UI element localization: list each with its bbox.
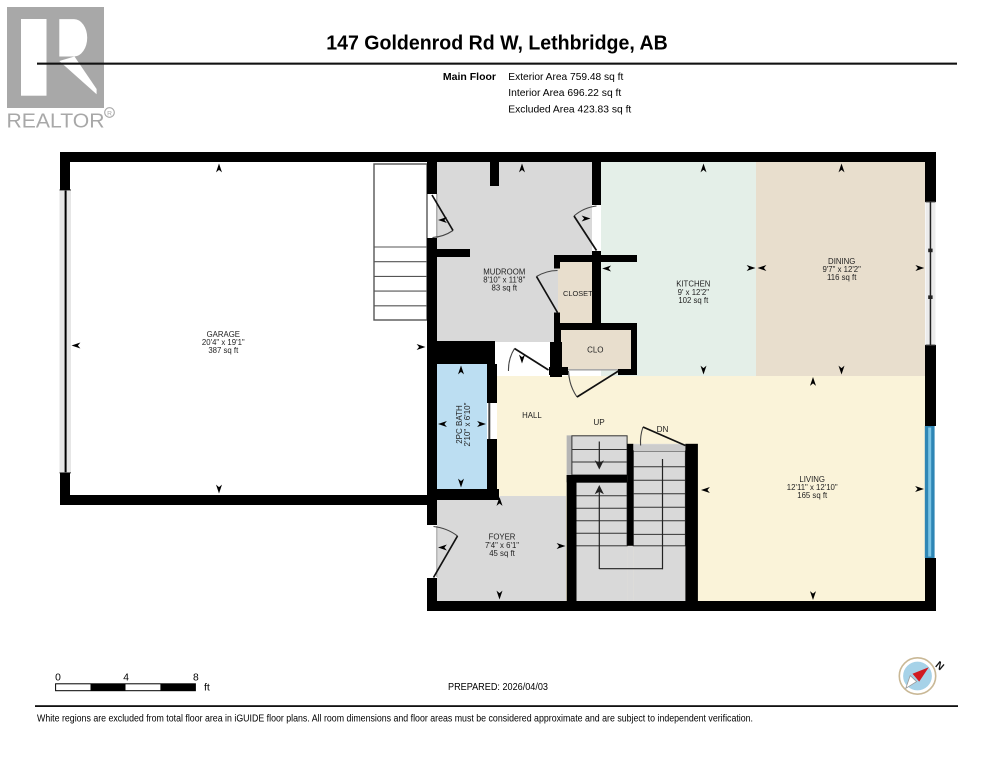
- svg-text:Excluded Area 423.83 sq ft: Excluded Area 423.83 sq ft: [508, 103, 631, 115]
- svg-text:GARAGE: GARAGE: [207, 330, 240, 339]
- svg-text:KITCHEN: KITCHEN: [676, 280, 710, 289]
- svg-text:0: 0: [55, 672, 61, 683]
- svg-text:2PC BATH: 2PC BATH: [455, 405, 464, 444]
- svg-text:DN: DN: [657, 425, 669, 434]
- svg-text:White regions are excluded fro: White regions are excluded from total fl…: [37, 714, 753, 725]
- svg-text:CLOSET: CLOSET: [563, 289, 593, 298]
- svg-text:387 sq ft: 387 sq ft: [208, 346, 239, 355]
- svg-text:CLO: CLO: [587, 346, 603, 355]
- svg-text:8: 8: [193, 672, 199, 683]
- svg-text:2'10" x 6'10": 2'10" x 6'10": [463, 402, 472, 446]
- svg-text:4: 4: [123, 672, 129, 683]
- svg-text:147 Goldenrod Rd W, Lethbridge: 147 Goldenrod Rd W, Lethbridge, AB: [326, 33, 668, 55]
- svg-text:9' x 12'2": 9' x 12'2": [678, 288, 710, 297]
- svg-text:20'4" x 19'1": 20'4" x 19'1": [202, 338, 245, 347]
- svg-text:HALL: HALL: [522, 411, 542, 420]
- svg-text:FOYER: FOYER: [489, 533, 516, 542]
- svg-text:REALTOR: REALTOR: [7, 110, 105, 133]
- svg-text:12'11" x 12'10": 12'11" x 12'10": [787, 483, 838, 492]
- svg-text:UP: UP: [593, 418, 605, 427]
- svg-text:R: R: [107, 111, 112, 118]
- svg-text:PREPARED: 2026/04/03: PREPARED: 2026/04/03: [448, 681, 548, 693]
- svg-text:Main Floor: Main Floor: [443, 71, 496, 83]
- svg-text:Interior Area 696.22 sq ft: Interior Area 696.22 sq ft: [508, 87, 621, 99]
- svg-text:102 sq ft: 102 sq ft: [678, 296, 709, 305]
- svg-text:ft: ft: [204, 681, 210, 693]
- svg-text:83 sq ft: 83 sq ft: [492, 284, 518, 293]
- svg-text:116 sq ft: 116 sq ft: [827, 273, 857, 282]
- svg-text:DINING: DINING: [828, 257, 855, 266]
- svg-text:Exterior Area 759.48 sq ft: Exterior Area 759.48 sq ft: [508, 71, 623, 83]
- svg-text:8'10" x 11'8": 8'10" x 11'8": [483, 276, 525, 285]
- svg-text:45 sq ft: 45 sq ft: [489, 549, 515, 558]
- svg-text:165 sq ft: 165 sq ft: [797, 491, 828, 500]
- svg-text:7'4" x 6'1": 7'4" x 6'1": [485, 541, 519, 550]
- svg-text:LIVING: LIVING: [799, 475, 825, 484]
- svg-text:MUDROOM: MUDROOM: [483, 267, 525, 276]
- svg-text:9'7" x 12'2": 9'7" x 12'2": [822, 265, 861, 274]
